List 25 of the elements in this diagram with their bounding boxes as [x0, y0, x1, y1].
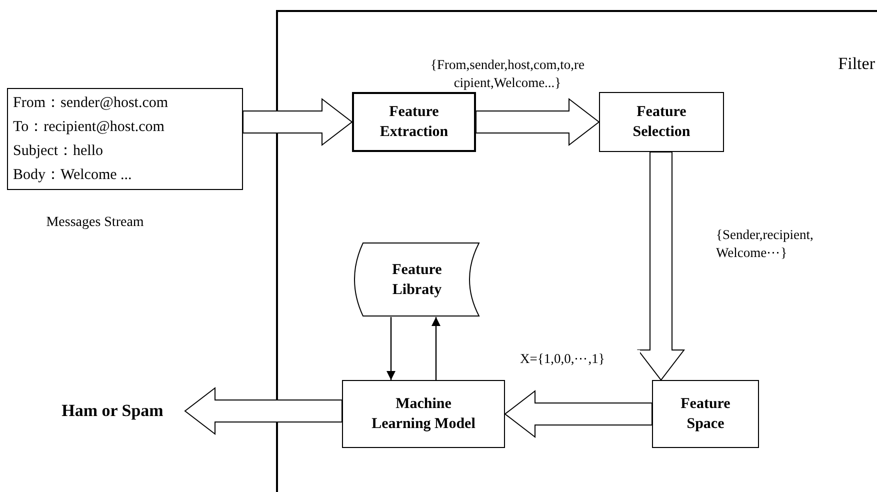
edge-label: X={1,0,0,⋯,1}: [520, 350, 640, 368]
block-arrow: [636, 152, 686, 381]
block-arrow: [184, 386, 342, 436]
node-title: Feature Libraty: [391, 260, 443, 300]
node-title: Machine Learning Model: [370, 395, 476, 434]
block-arrow: [476, 98, 600, 146]
panel-title: Filter: [838, 54, 875, 74]
block-arrow: [242, 98, 353, 146]
data-store-shape: [354, 242, 480, 317]
email-field-text: To：recipient@host.com: [13, 118, 164, 137]
node-title: Feature Space: [680, 395, 732, 434]
process-box: [342, 380, 505, 448]
node-title: Feature Extraction: [378, 103, 450, 142]
email-message-box: [7, 88, 243, 190]
output-label: Ham or Spam: [60, 401, 164, 421]
email-field-text: Subject：hello: [13, 142, 103, 161]
node-title: Feature Selection: [632, 103, 692, 142]
arrow: [386, 317, 396, 380]
email-field-text: Body：Welcome ...: [13, 166, 132, 185]
block-arrow: [504, 390, 652, 438]
arrow: [432, 317, 440, 380]
process-box: [652, 380, 759, 448]
process-box: [352, 92, 476, 152]
process-box: [599, 92, 724, 152]
email-field-text: From：sender@host.com: [13, 94, 168, 113]
